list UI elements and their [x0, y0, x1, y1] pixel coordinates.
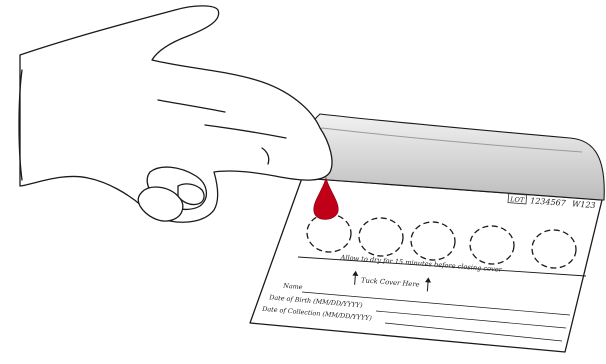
lot-badge-text: LOT — [509, 195, 525, 204]
card-code: W123 — [572, 199, 596, 210]
hand-pressing-icon — [19, 6, 332, 222]
